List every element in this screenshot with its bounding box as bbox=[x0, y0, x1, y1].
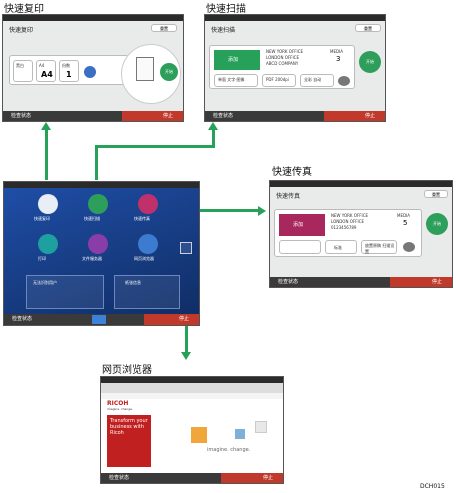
stop-button[interactable]: 停止 bbox=[178, 316, 189, 322]
scan-opt-3[interactable]: 全彩 自动 bbox=[300, 74, 334, 87]
fax-dest-2: LONDON OFFICE bbox=[331, 219, 364, 224]
home-icon[interactable] bbox=[92, 315, 106, 324]
fax-dest-count: 5 bbox=[403, 219, 408, 227]
scan-dest-count: 3 bbox=[336, 55, 341, 63]
figure-code: DCH015 bbox=[420, 483, 445, 490]
copy-start-button[interactable]: 开始 bbox=[160, 63, 178, 81]
scan-start-button[interactable]: 开始 bbox=[359, 51, 381, 73]
label-quick-fax: 快速传真 bbox=[272, 167, 312, 178]
status-check-button[interactable]: 检查状态 bbox=[278, 279, 299, 285]
hero-block-3 bbox=[255, 421, 267, 433]
print-app-icon[interactable] bbox=[38, 234, 58, 254]
hero-banner[interactable]: Transform your business with Ricoh bbox=[107, 415, 151, 467]
scan-reset-button[interactable]: 重置 bbox=[355, 24, 381, 32]
fax-opt-1[interactable] bbox=[279, 240, 321, 254]
copy-zoom-circle: 开始 bbox=[121, 44, 181, 104]
fax-dest-1: NEW YORK OFFICE bbox=[331, 213, 369, 218]
fax-add-destination-button[interactable]: 添加 bbox=[279, 214, 325, 236]
fax-settings-card: 添加 NEW YORK OFFICE LONDON OFFICE 0123456… bbox=[274, 209, 422, 257]
scan-dest-3: ABCD COMPANY bbox=[266, 61, 299, 66]
scan-preview-button[interactable] bbox=[338, 76, 350, 86]
app-label-browser: 网页浏览器 bbox=[134, 256, 154, 261]
app-label-docserver: 文件服务器 bbox=[82, 256, 102, 261]
fax-title: 快速传真 bbox=[276, 193, 301, 200]
fax-opt-2[interactable]: 标准 bbox=[325, 240, 357, 254]
scan-opt-1[interactable]: 单面 文字·图像 bbox=[214, 74, 258, 87]
ricoh-logo: RICOH bbox=[107, 400, 129, 407]
quick-scan-screen: 快速扫描 重置 添加 NEW YORK OFFICE LONDON OFFICE… bbox=[204, 14, 386, 122]
label-quick-scan: 快速扫描 bbox=[206, 4, 246, 15]
stop-button[interactable]: 停止 bbox=[162, 113, 173, 119]
hero-block-2 bbox=[235, 429, 245, 439]
stop-button[interactable]: 停止 bbox=[431, 279, 442, 285]
label-web-browser: 网页浏览器 bbox=[102, 365, 152, 376]
stop-button[interactable]: 停止 bbox=[262, 475, 273, 481]
scan-status-bar: 检查状态 停止 bbox=[205, 111, 385, 121]
home-screen: 快速复印 快速扫描 快速传真 打印 文件服务器 网页浏览器 无法识别用户 纸张信… bbox=[3, 181, 200, 326]
label-quick-copy: 快速复印 bbox=[4, 4, 44, 15]
app-label-fax: 快速传真 bbox=[134, 216, 150, 221]
arrow-scan bbox=[95, 145, 98, 180]
web-browser-screen: RICOH imagine. change. Transform your bu… bbox=[100, 376, 284, 484]
fax-opt-3[interactable]: 放置原稿 扫描设置 bbox=[361, 240, 397, 254]
document-icon bbox=[136, 57, 154, 81]
scan-add-destination-button[interactable]: 添加 bbox=[214, 50, 260, 70]
copy-preview-button[interactable] bbox=[84, 66, 96, 78]
scan-dest-2: LONDON OFFICE bbox=[266, 55, 299, 60]
fax-start-button[interactable]: 开始 bbox=[426, 213, 448, 235]
quick-fax-screen: 快速传真 重置 添加 NEW YORK OFFICE LONDON OFFICE… bbox=[269, 180, 453, 288]
arrow-fax bbox=[160, 209, 260, 212]
scan-app-icon[interactable] bbox=[88, 194, 108, 214]
fax-status-bar: 检查状态 停止 bbox=[270, 277, 452, 287]
hero-block-1 bbox=[191, 427, 207, 443]
status-check-button[interactable]: 检查状态 bbox=[213, 113, 234, 119]
fax-preview-button[interactable] bbox=[403, 242, 415, 252]
fax-app-icon[interactable] bbox=[138, 194, 158, 214]
arrow-copy bbox=[45, 128, 48, 180]
status-check-button[interactable]: 检查状态 bbox=[12, 316, 33, 322]
document-server-app-icon[interactable] bbox=[88, 234, 108, 254]
browser-address-bar[interactable] bbox=[101, 393, 283, 399]
fax-reset-button[interactable]: 重置 bbox=[424, 190, 448, 198]
app-label-scan: 快速扫描 bbox=[84, 216, 100, 221]
scan-opt-2[interactable]: PDF 200dpi bbox=[262, 74, 296, 87]
user-widget[interactable]: 无法识别用户 bbox=[26, 275, 104, 309]
app-list-icon[interactable] bbox=[180, 242, 192, 254]
copy-reset-button[interactable]: 重置 bbox=[151, 24, 177, 32]
status-check-button[interactable]: 检查状态 bbox=[11, 113, 32, 119]
fax-dest-3: 0123456789 bbox=[331, 225, 357, 230]
scan-dest-1: NEW YORK OFFICE bbox=[266, 49, 304, 54]
browser-status-bar: 检查状态 停止 bbox=[101, 473, 283, 483]
status-check-button[interactable]: 检查状态 bbox=[109, 475, 130, 481]
copy-color-tile[interactable]: 黑白 bbox=[13, 60, 33, 82]
scan-settings-card: 添加 NEW YORK OFFICE LONDON OFFICE ABCD CO… bbox=[209, 45, 355, 89]
home-status-bar: 检查状态 停止 bbox=[4, 314, 199, 325]
paper-widget[interactable]: 纸张信息 bbox=[114, 275, 180, 309]
copy-app-icon[interactable] bbox=[38, 194, 58, 214]
app-label-print: 打印 bbox=[38, 256, 46, 261]
copy-status-bar: 检查状态 停止 bbox=[3, 111, 183, 121]
app-label-copy: 快速复印 bbox=[34, 216, 50, 221]
browser-toolbar bbox=[101, 383, 283, 393]
scan-title: 快速扫描 bbox=[211, 27, 236, 34]
copy-title: 快速复印 bbox=[9, 27, 34, 34]
stop-button[interactable]: 停止 bbox=[364, 113, 375, 119]
globe-icon[interactable] bbox=[138, 234, 158, 254]
hero-tagline: imagine. change. bbox=[207, 447, 251, 453]
